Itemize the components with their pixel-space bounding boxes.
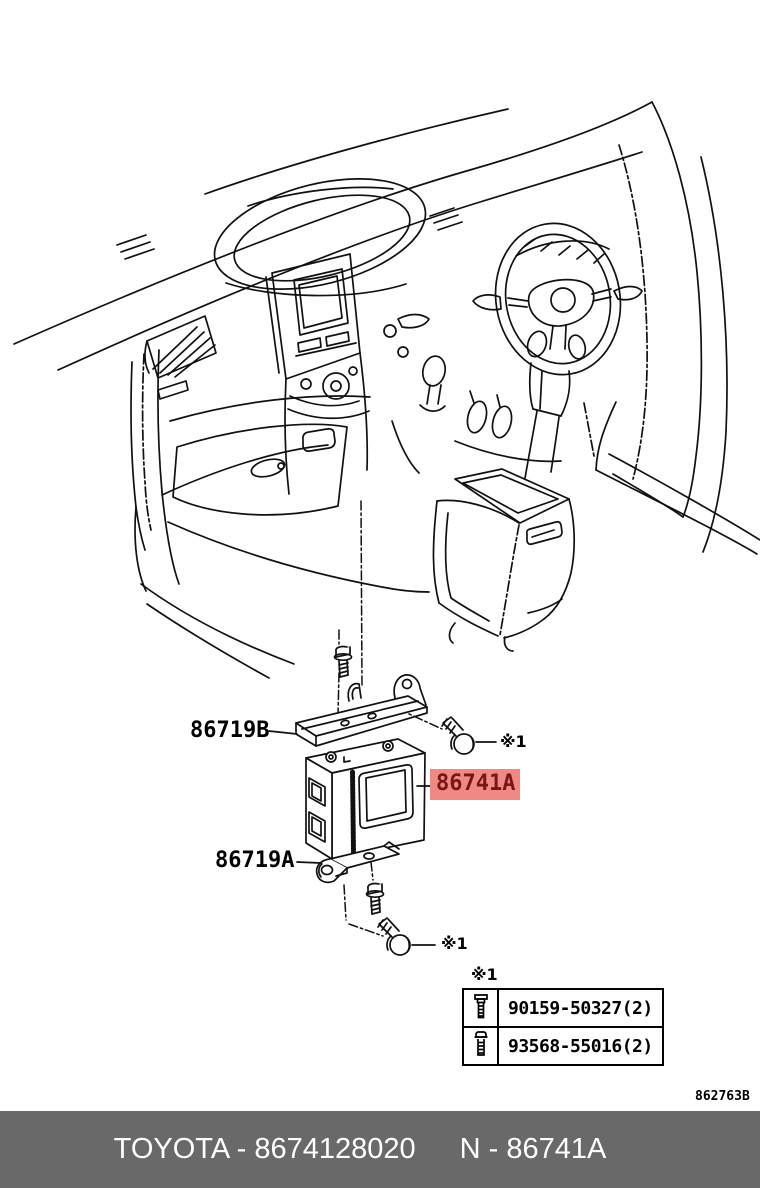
screw-drawing-right-upper [441, 716, 475, 755]
center-stack-drawing [265, 253, 430, 420]
receiver-module-drawing [305, 738, 426, 860]
table-row: 90159-50327(2) [464, 990, 662, 1026]
screw-drawing-bottom-angled [377, 917, 411, 956]
left-pillar-door-lines [130, 349, 329, 679]
side-vent-grille [144, 315, 217, 400]
shifter-drawing [419, 355, 447, 412]
vehicle-dashboard-diagram [13, 101, 760, 956]
callout-86719B: 86719B [190, 718, 270, 743]
lower-bracket-drawing [315, 841, 400, 884]
screw-drawing-top [333, 645, 353, 678]
part-number: 93568-55016(2) [508, 1035, 653, 1057]
steering-wheel-drawing [472, 222, 643, 479]
upper-bracket-drawing [295, 674, 428, 747]
lower-dash-pedals [284, 352, 562, 495]
callout-86719A: 86719A [215, 848, 295, 873]
screw-drawing-bottom-vertical [365, 882, 385, 915]
callout-86741A-highlighted: 86741A [430, 769, 521, 800]
pan-head-screw-icon [464, 1028, 499, 1064]
ref-marker-lower: ※1 [441, 934, 468, 953]
part-number: 90159-50327(2) [508, 997, 653, 1019]
hex-flange-screw-icon [464, 990, 499, 1026]
table-row: 93568-55016(2) [464, 1026, 662, 1064]
windshield-cowl-lines [13, 101, 653, 371]
fastener-parts-table: 90159-50327(2) 93568-55016(2) [462, 988, 664, 1066]
ref-marker-upper: ※1 [500, 732, 527, 751]
figure-code: 862763B [695, 1089, 750, 1104]
leader-lines [268, 730, 497, 946]
ref-marker-table: ※1 [471, 965, 498, 984]
cluster-hood-drawing [213, 178, 427, 297]
footer-catalog-number: TOYOTA - 8674128020 [113, 1133, 416, 1165]
center-console-drawing [432, 468, 576, 652]
footer-bar: TOYOTA - 8674128020 N - 86741A [0, 1111, 760, 1188]
footer-part-reference: N - 86741A [459, 1133, 607, 1165]
right-pillar-door-lines [583, 101, 760, 555]
glove-box-drawing [167, 395, 430, 593]
